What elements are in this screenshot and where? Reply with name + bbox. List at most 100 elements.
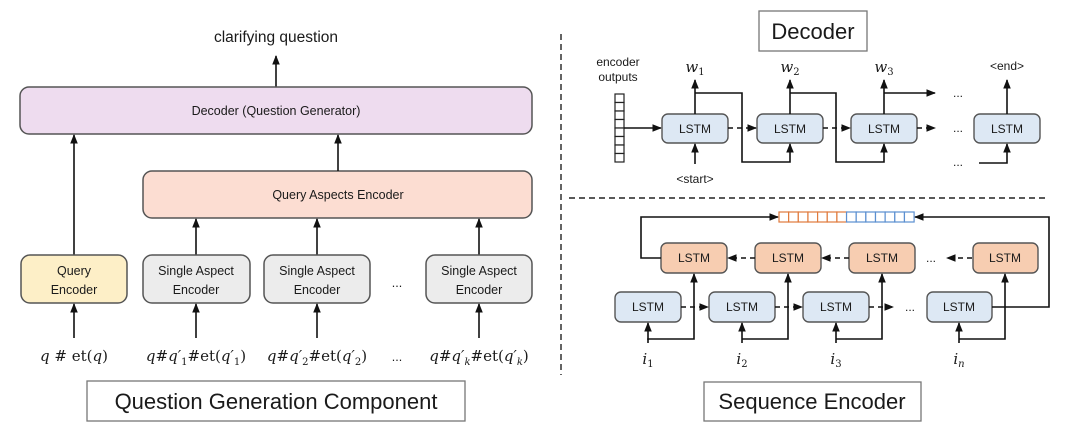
encoder-output-cell bbox=[614, 135, 625, 146]
backward-ellipsis: ... bbox=[926, 251, 936, 265]
encoder-outputs-vector bbox=[614, 93, 625, 163]
backward-state-cell bbox=[788, 211, 799, 223]
input-query-formula: q # et(q) bbox=[40, 347, 108, 365]
feedback-loop-last bbox=[979, 143, 1011, 164]
aspect-ellipsis: ... bbox=[392, 276, 402, 290]
backward-lstm-n: LSTM bbox=[972, 242, 1039, 274]
single-aspect-encoder-label-line2: Encoder bbox=[456, 283, 503, 297]
feedback-loop-1 bbox=[695, 92, 794, 163]
lstm-label: LSTM bbox=[866, 251, 898, 265]
lstm-label: LSTM bbox=[632, 300, 664, 314]
input-aspect-2-formula: q#q′2#et(q′2) bbox=[267, 347, 367, 368]
single-aspect-encoder-box bbox=[425, 254, 533, 304]
backward-state-cell bbox=[826, 211, 838, 223]
lstm-label: LSTM bbox=[989, 251, 1021, 265]
decoder-title-box bbox=[758, 10, 868, 52]
lstm-label: LSTM bbox=[868, 122, 900, 136]
lstm-label: LSTM bbox=[820, 300, 852, 314]
forward-lstm-2: LSTM bbox=[708, 291, 776, 323]
question-generation-title-box bbox=[86, 380, 466, 422]
backward-state-cell bbox=[797, 211, 809, 223]
output-w2: w2 bbox=[780, 58, 799, 78]
hidden-ellipsis: ... bbox=[953, 121, 963, 135]
backward-lstm-1: LSTM bbox=[660, 242, 728, 274]
input-aspect-k-formula: q#q′k#et(q′k) bbox=[429, 347, 529, 368]
encoder-output-cell bbox=[614, 110, 625, 121]
forward-state-cell bbox=[855, 211, 867, 223]
decoder-lstm-1: LSTM bbox=[661, 113, 729, 144]
forward-state-cell bbox=[884, 211, 896, 223]
query-aspects-encoder-label: Query Aspects Encoder bbox=[272, 188, 403, 202]
single-aspect-encoder-1: Single Aspect Encoder bbox=[142, 254, 251, 304]
feedback-loop-2 bbox=[790, 92, 888, 163]
lstm-label: LSTM bbox=[943, 300, 975, 314]
decoder-lstm-3: LSTM bbox=[850, 113, 918, 144]
decoder-question-generator-label: Decoder (Question Generator) bbox=[192, 104, 361, 118]
single-aspect-encoder-box bbox=[263, 254, 371, 304]
start-token: <start> bbox=[676, 172, 713, 186]
output-w1: w1 bbox=[685, 58, 704, 78]
encoder-output-cell bbox=[614, 144, 625, 155]
lstm-label: LSTM bbox=[991, 122, 1023, 136]
backward-state-cell bbox=[836, 211, 848, 223]
backward-final-to-vector bbox=[640, 213, 779, 259]
decoder-panel: Decoder encoder outputs LSTM LSTM LSTM L… bbox=[596, 10, 1041, 186]
forward-final-to-vector bbox=[914, 213, 1050, 308]
lstm-label: LSTM bbox=[678, 251, 710, 265]
sequence-encoder-title-box bbox=[703, 381, 922, 422]
single-aspect-encoder-label-line1: Single Aspect bbox=[441, 264, 517, 278]
forward-lstm-1: LSTM bbox=[614, 291, 682, 323]
forward-state-cell bbox=[845, 211, 857, 223]
lstm-label: LSTM bbox=[772, 251, 804, 265]
input-i3: i3 bbox=[830, 350, 841, 370]
query-encoder-label-line1: Query bbox=[57, 264, 92, 278]
single-aspect-encoder-label-line2: Encoder bbox=[173, 283, 220, 297]
single-aspect-encoder-label-line2: Encoder bbox=[294, 283, 341, 297]
backward-lstm-2: LSTM bbox=[754, 242, 822, 274]
backward-state-cell bbox=[816, 211, 828, 223]
clarifying-question-label: clarifying question bbox=[214, 29, 338, 46]
encoder-output-cell bbox=[614, 101, 625, 112]
input-branch-n bbox=[959, 273, 1009, 340]
question-generation-title: Question Generation Component bbox=[115, 389, 438, 414]
forward-state-cell bbox=[874, 211, 886, 223]
input-ellipsis: ... bbox=[392, 350, 402, 364]
encoder-outputs-label-line2: outputs bbox=[598, 70, 637, 84]
forward-lstm-3: LSTM bbox=[802, 291, 870, 323]
input-i1: i1 bbox=[642, 350, 653, 370]
decoder-question-generator-box bbox=[19, 86, 533, 135]
forward-state-cell bbox=[903, 211, 915, 223]
input-i2: i2 bbox=[736, 350, 747, 370]
forward-lstm-n: LSTM bbox=[926, 291, 993, 323]
query-encoder-box bbox=[20, 254, 128, 304]
single-aspect-encoder-box bbox=[142, 254, 251, 304]
backward-state-cell bbox=[807, 211, 819, 223]
input-branch-3 bbox=[836, 273, 886, 340]
decoder-lstm-2: LSTM bbox=[756, 113, 824, 144]
lstm-label: LSTM bbox=[679, 122, 711, 136]
input-in: in bbox=[953, 350, 964, 370]
query-encoder-label-line2: Encoder bbox=[51, 283, 98, 297]
feedback-ellipsis-top: ... bbox=[953, 86, 963, 100]
decoder-title: Decoder bbox=[771, 19, 854, 44]
single-aspect-encoder-2: Single Aspect Encoder bbox=[263, 254, 371, 304]
encoder-output-cell bbox=[614, 152, 625, 163]
lstm-label: LSTM bbox=[774, 122, 806, 136]
encoder-output-cell bbox=[614, 118, 625, 129]
lstm-box bbox=[972, 242, 1039, 274]
single-aspect-encoder-label-line1: Single Aspect bbox=[279, 264, 355, 278]
sequence-encoder-panel: LSTM LSTM LSTM LSTM ... LSTM LSTM bbox=[614, 211, 1050, 422]
lstm-label: LSTM bbox=[726, 300, 758, 314]
input-aspect-1-formula: q#q′1#et(q′1) bbox=[146, 347, 246, 368]
backward-lstm-3: LSTM bbox=[848, 242, 916, 274]
forward-state-cell bbox=[865, 211, 877, 223]
encoder-output-cell bbox=[614, 127, 625, 138]
feedback-ellipsis-bottom: ... bbox=[953, 155, 963, 169]
output-end-token: <end> bbox=[990, 59, 1024, 73]
sequence-encoder-title: Sequence Encoder bbox=[718, 389, 905, 414]
question-generation-component: clarifying question Decoder (Question Ge… bbox=[19, 29, 533, 422]
input-branch-2 bbox=[742, 273, 792, 340]
single-aspect-encoder-label-line1: Single Aspect bbox=[158, 264, 234, 278]
decoder-lstm-last: LSTM bbox=[973, 113, 1041, 144]
